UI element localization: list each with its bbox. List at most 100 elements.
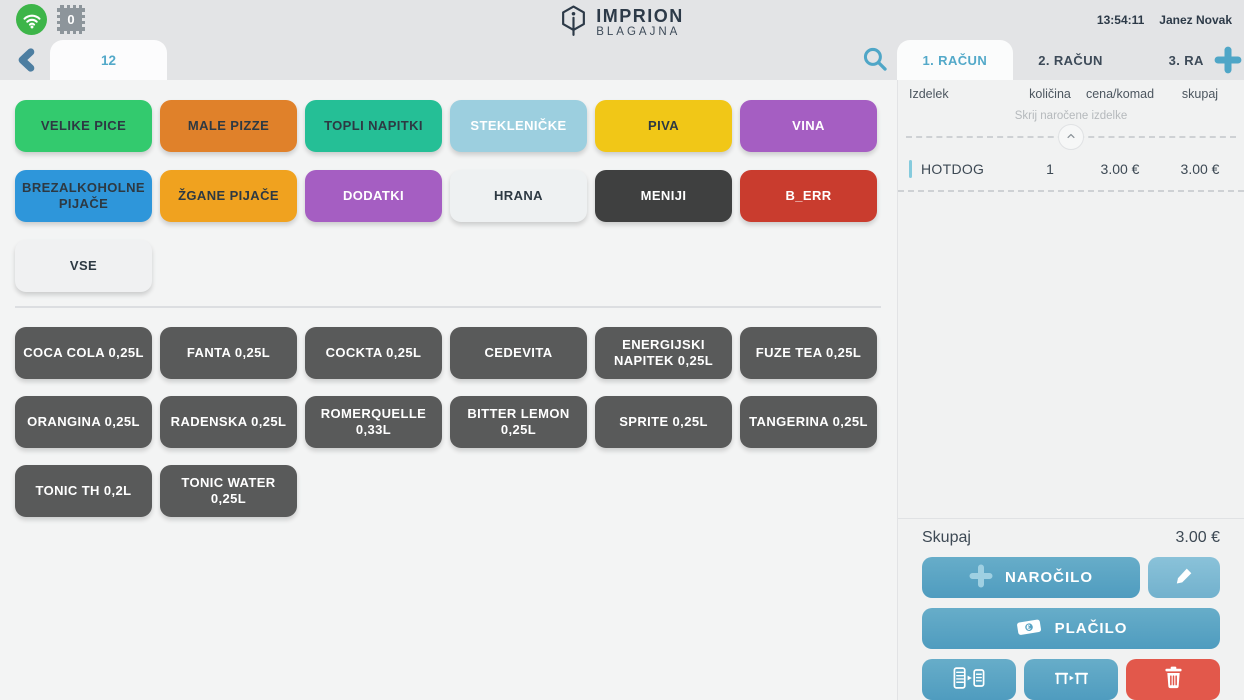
category-button[interactable]: DODATKI — [305, 170, 442, 222]
category-label: HRANA — [494, 187, 543, 203]
search-button[interactable] — [860, 45, 890, 75]
product-button[interactable]: TONIC TH 0,2L — [15, 465, 152, 517]
product-label: FANTA 0,25L — [186, 344, 271, 360]
receipt-column-headers: Izdelek količina cena/komad skupaj — [898, 80, 1244, 105]
add-receipt-button[interactable] — [1214, 46, 1242, 74]
total-label: Skupaj — [922, 529, 971, 546]
product-label: TONIC TH 0,2L — [35, 482, 132, 498]
product-button[interactable]: TANGERINA 0,25L — [740, 396, 877, 448]
product-label: SPRITE 0,25L — [619, 413, 708, 429]
product-button[interactable]: FUZE TEA 0,25L — [740, 327, 877, 379]
category-label: STEKLENIČKE — [470, 117, 567, 133]
print-queue-badge: 0 — [57, 5, 85, 34]
product-button[interactable]: COCKTA 0,25L — [305, 327, 442, 379]
product-grid: COCA COLA 0,25L FANTA 0,25L COCKTA 0,25L… — [15, 327, 877, 517]
product-button[interactable]: SPRITE 0,25L — [595, 396, 732, 448]
order-button-label: NAROČILO — [1005, 569, 1093, 586]
product-label: TONIC WATER 0,25L — [181, 474, 276, 506]
receipt-footer: Skupaj 3.00 € NAROČILO — [898, 518, 1244, 700]
category-label: ŽGANE PIJAČE — [178, 187, 279, 203]
delete-receipt-button[interactable] — [1126, 659, 1220, 700]
product-button[interactable]: RADENSKA 0,25L — [160, 396, 297, 448]
category-button[interactable]: VSE — [15, 240, 152, 292]
category-button[interactable]: VELIKE PICE — [15, 100, 152, 152]
category-button[interactable]: B_ERR — [740, 170, 877, 222]
category-label: PIVA — [648, 117, 679, 133]
product-label: TANGERINA 0,25L — [749, 413, 868, 429]
header: 0 IMPRION BLAGAJNA 13:54:11 Janez Novak … — [0, 0, 1244, 80]
column-quantity: količina — [1029, 87, 1071, 101]
split-receipt-icon — [953, 666, 985, 694]
category-button[interactable]: STEKLENIČKE — [450, 100, 587, 152]
product-label: ENERGIJSKI NAPITEK 0,25L — [613, 336, 714, 368]
collapse-separator — [898, 124, 1244, 150]
category-label: BREZALKOHOLNE PIJAČE — [22, 179, 145, 211]
column-item: Izdelek — [909, 87, 949, 101]
receipt-panel: Izdelek količina cena/komad skupaj Skrij… — [897, 80, 1244, 700]
product-label: ROMERQUELLE 0,33L — [320, 405, 427, 437]
transfer-table-icon — [1054, 667, 1088, 693]
column-unit-price: cena/komad — [1085, 87, 1155, 101]
category-button[interactable]: PIVA — [595, 100, 732, 152]
category-button[interactable]: HRANA — [450, 170, 587, 222]
category-button[interactable]: BREZALKOHOLNE PIJAČE — [15, 170, 152, 222]
product-button[interactable]: COCA COLA 0,25L — [15, 327, 152, 379]
category-button[interactable]: MENIJI — [595, 170, 732, 222]
transfer-table-button[interactable] — [1024, 659, 1118, 700]
section-divider — [15, 306, 881, 308]
product-button[interactable]: TONIC WATER 0,25L — [160, 465, 297, 517]
chevron-up-icon — [1064, 129, 1078, 146]
category-label: MENIJI — [640, 187, 687, 203]
brand-hexagon-icon — [560, 4, 587, 42]
product-label: COCKTA 0,25L — [325, 344, 422, 360]
receipt-item-row[interactable]: HOTDOG 1 3.00 € 3.00 € — [898, 156, 1244, 192]
product-button[interactable]: FANTA 0,25L — [160, 327, 297, 379]
item-unit-price: 3.00 € — [1100, 161, 1140, 177]
product-button[interactable]: CEDEVITA — [450, 327, 587, 379]
print-queue-count: 0 — [67, 12, 75, 27]
category-button[interactable]: MALE PIZZE — [160, 100, 297, 152]
pay-button-label: PLAČILO — [1054, 620, 1128, 637]
product-label: ORANGINA 0,25L — [27, 413, 140, 429]
receipt-tab[interactable]: 3. RA — [1128, 40, 1244, 80]
item-quantity: 1 — [1046, 161, 1054, 177]
product-label: RADENSKA 0,25L — [170, 413, 287, 429]
wifi-status-icon — [16, 4, 47, 35]
table-tab[interactable]: 12 — [50, 40, 167, 80]
product-label: CEDEVITA — [484, 344, 553, 360]
receipt-tabs: 1. RAČUN 2. RAČUN 3. RA — [897, 40, 1244, 80]
product-label: FUZE TEA 0,25L — [755, 344, 862, 360]
category-label: VSE — [69, 257, 98, 273]
category-button[interactable]: ŽGANE PIJAČE — [160, 170, 297, 222]
category-button[interactable]: VINA — [740, 100, 877, 152]
product-button[interactable]: ENERGIJSKI NAPITEK 0,25L — [595, 327, 732, 379]
receipt-tab[interactable]: 1. RAČUN — [897, 40, 1013, 80]
current-user: Janez Novak — [1159, 13, 1232, 27]
edit-button[interactable] — [1148, 557, 1220, 598]
product-button[interactable]: ORANGINA 0,25L — [15, 396, 152, 448]
order-button[interactable]: NAROČILO — [922, 557, 1140, 598]
item-name: HOTDOG — [921, 161, 985, 177]
category-label: TOPLI NAPITKI — [324, 117, 423, 133]
product-label: COCA COLA 0,25L — [23, 344, 144, 360]
clock: 13:54:11 — [1096, 13, 1145, 27]
brand-subtitle: BLAGAJNA — [596, 26, 681, 39]
product-button[interactable]: BITTER LEMON 0,25L — [450, 396, 587, 448]
pay-button[interactable]: € PLAČILO — [922, 608, 1220, 649]
total-value: 3.00 € — [1175, 529, 1220, 546]
trash-icon — [1164, 666, 1183, 693]
back-button[interactable] — [14, 45, 40, 75]
receipt-tab[interactable]: 2. RAČUN — [1013, 40, 1129, 80]
category-button[interactable]: TOPLI NAPITKI — [305, 100, 442, 152]
svg-text:€: € — [1025, 622, 1032, 632]
collapse-button[interactable] — [1058, 124, 1084, 150]
category-label: MALE PIZZE — [187, 117, 270, 133]
split-receipt-button[interactable] — [922, 659, 1016, 700]
plus-icon — [969, 564, 993, 592]
column-total: skupaj — [1181, 87, 1219, 101]
item-accent-bar — [909, 160, 912, 178]
brand-name: IMPRION — [596, 6, 684, 27]
category-label: VINA — [792, 117, 825, 133]
product-button[interactable]: ROMERQUELLE 0,33L — [305, 396, 442, 448]
hide-ordered-items-toggle[interactable]: Skrij naročene izdelke — [1014, 110, 1128, 122]
